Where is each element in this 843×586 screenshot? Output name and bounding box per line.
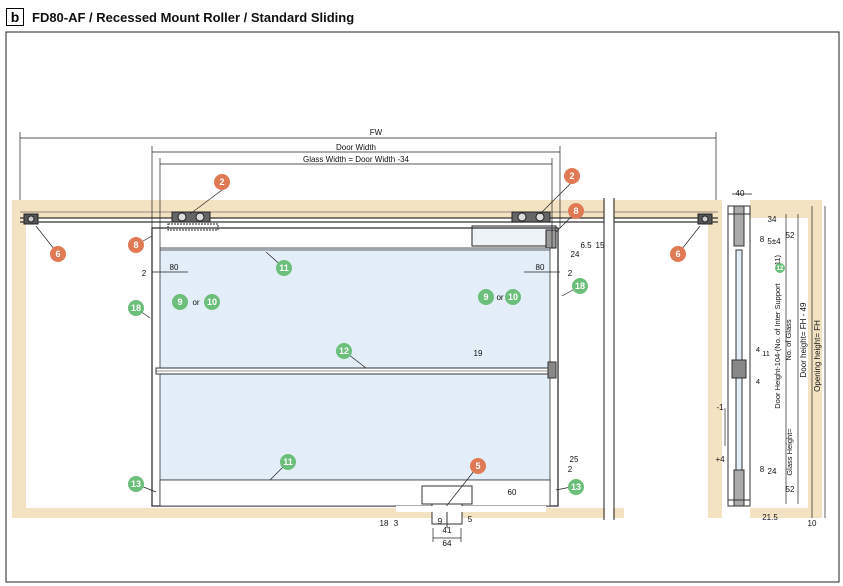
side-dim-glass-height: Glass Height= [785, 428, 794, 476]
svg-text:8: 8 [573, 206, 578, 216]
break-marks [603, 198, 615, 520]
dim-9: 9 [438, 517, 443, 526]
callout-10-right: 10 [505, 289, 521, 305]
dimension-labels: FW Door Width Glass Width = Door Width -… [142, 128, 822, 548]
svg-text:11: 11 [283, 457, 293, 467]
callout-5: 5 [470, 458, 486, 474]
or-left: or [192, 298, 199, 307]
svg-text:5: 5 [475, 461, 480, 471]
dim-24: 24 [571, 250, 580, 259]
dim-80-right: 80 [536, 263, 545, 272]
callout-18-left: 18 [128, 300, 144, 316]
svg-text:9: 9 [177, 297, 182, 307]
side-dim-inter-support-end: x11) [773, 254, 782, 269]
inter-support [155, 361, 557, 379]
dim-5: 5 [468, 515, 473, 524]
dim-18: 18 [380, 519, 389, 528]
callout-18-right: 18 [572, 278, 588, 294]
section-badge: b [6, 8, 24, 26]
end-stopper-left [23, 213, 39, 225]
dim-3: 3 [394, 519, 399, 528]
dim-2-right: 2 [568, 269, 573, 278]
svg-text:6: 6 [55, 249, 60, 259]
side-dim-21-5: 21.5 [762, 513, 778, 522]
callout-11-bottom: 11 [280, 454, 296, 470]
dim-60: 60 [508, 488, 517, 497]
callout-8-right: 8 [568, 203, 584, 219]
svg-text:10: 10 [207, 297, 217, 307]
side-dim-4b: 4 [756, 377, 760, 386]
callout-9-right: 9 [478, 289, 494, 305]
side-dim-door-height: Door height= FH - 49 [799, 302, 808, 377]
side-dim-opening-height: Opening height= FH [813, 320, 822, 392]
callout-10-left: 10 [204, 294, 220, 310]
svg-text:12: 12 [777, 266, 784, 272]
dim-2-left: 2 [142, 269, 147, 278]
svg-text:18: 18 [131, 303, 141, 313]
roller-left [167, 211, 219, 231]
callout-13-left: 13 [128, 476, 144, 492]
end-stopper-right [697, 213, 713, 225]
svg-text:9: 9 [483, 292, 488, 302]
dim-80-left: 80 [170, 263, 179, 272]
side-dim-34: 34 [768, 215, 777, 224]
drawing-frame [5, 31, 840, 583]
callout-2-right: 2 [564, 168, 580, 184]
roller-right [471, 211, 557, 249]
svg-text:8: 8 [133, 240, 138, 250]
side-dim-plus4: +4 [715, 455, 725, 464]
side-dim-10: 10 [808, 519, 817, 528]
svg-text:10: 10 [508, 292, 518, 302]
door-panel [151, 227, 559, 507]
svg-text:6: 6 [675, 249, 680, 259]
side-dim-no-glass: No. of Glass [784, 319, 793, 361]
page-title: FD80-AF / Recessed Mount Roller / Standa… [32, 9, 355, 25]
side-dim-40: 40 [736, 189, 745, 198]
dim-15: 15 [596, 241, 605, 250]
header: b FD80-AF / Recessed Mount Roller / Stan… [6, 6, 354, 28]
svg-text:13: 13 [571, 482, 581, 492]
side-dim-52-top: 52 [786, 231, 795, 240]
callout-12: 12 [336, 343, 352, 359]
svg-text:2: 2 [219, 177, 224, 187]
dim-fw: FW [370, 128, 383, 137]
callout-13-right: 13 [568, 479, 584, 495]
callout-12-small: 12 [775, 263, 785, 273]
callouts: 2 2 8 8 6 6 11 11 [50, 168, 785, 495]
callout-11-top: 11 [276, 260, 292, 276]
bottom-guide [396, 485, 546, 528]
dim-glass-width: Glass Width = Door Width -34 [303, 155, 410, 164]
or-right: or [496, 293, 503, 302]
dim-64: 64 [443, 539, 452, 548]
dim-25: 25 [570, 455, 579, 464]
side-section [727, 205, 751, 507]
side-dim-24: 24 [768, 467, 777, 476]
callout-8-left: 8 [128, 237, 144, 253]
dim-door-width: Door Width [336, 143, 376, 152]
dimension-lines [19, 132, 826, 542]
dim-19: 19 [474, 349, 483, 358]
svg-text:2: 2 [569, 171, 574, 181]
dim-41: 41 [443, 526, 452, 535]
side-dim-11: 11 [762, 349, 770, 358]
side-dim-8-top: 8 [760, 235, 765, 244]
dim-2-bottom: 2 [568, 465, 573, 474]
svg-text:18: 18 [575, 281, 585, 291]
side-dim-5pm4: 5±4 [767, 237, 781, 246]
side-dim-4a: 4 [756, 345, 760, 354]
side-dim-minus1: -1 [716, 403, 724, 412]
svg-text:13: 13 [131, 479, 141, 489]
wall-background [12, 200, 822, 518]
svg-text:12: 12 [339, 346, 349, 356]
callout-6-right: 6 [670, 246, 686, 262]
side-dim-52-bottom: 52 [786, 485, 795, 494]
callout-2-left: 2 [214, 174, 230, 190]
side-dim-8-bottom: 8 [760, 465, 765, 474]
dim-6-5: 6.5 [580, 241, 592, 250]
svg-text:11: 11 [279, 263, 289, 273]
side-dim-inter-support: Door Height-104-(No. of Inter Support [773, 282, 782, 408]
callout-9-left: 9 [172, 294, 188, 310]
callout-6-left: 6 [50, 246, 66, 262]
